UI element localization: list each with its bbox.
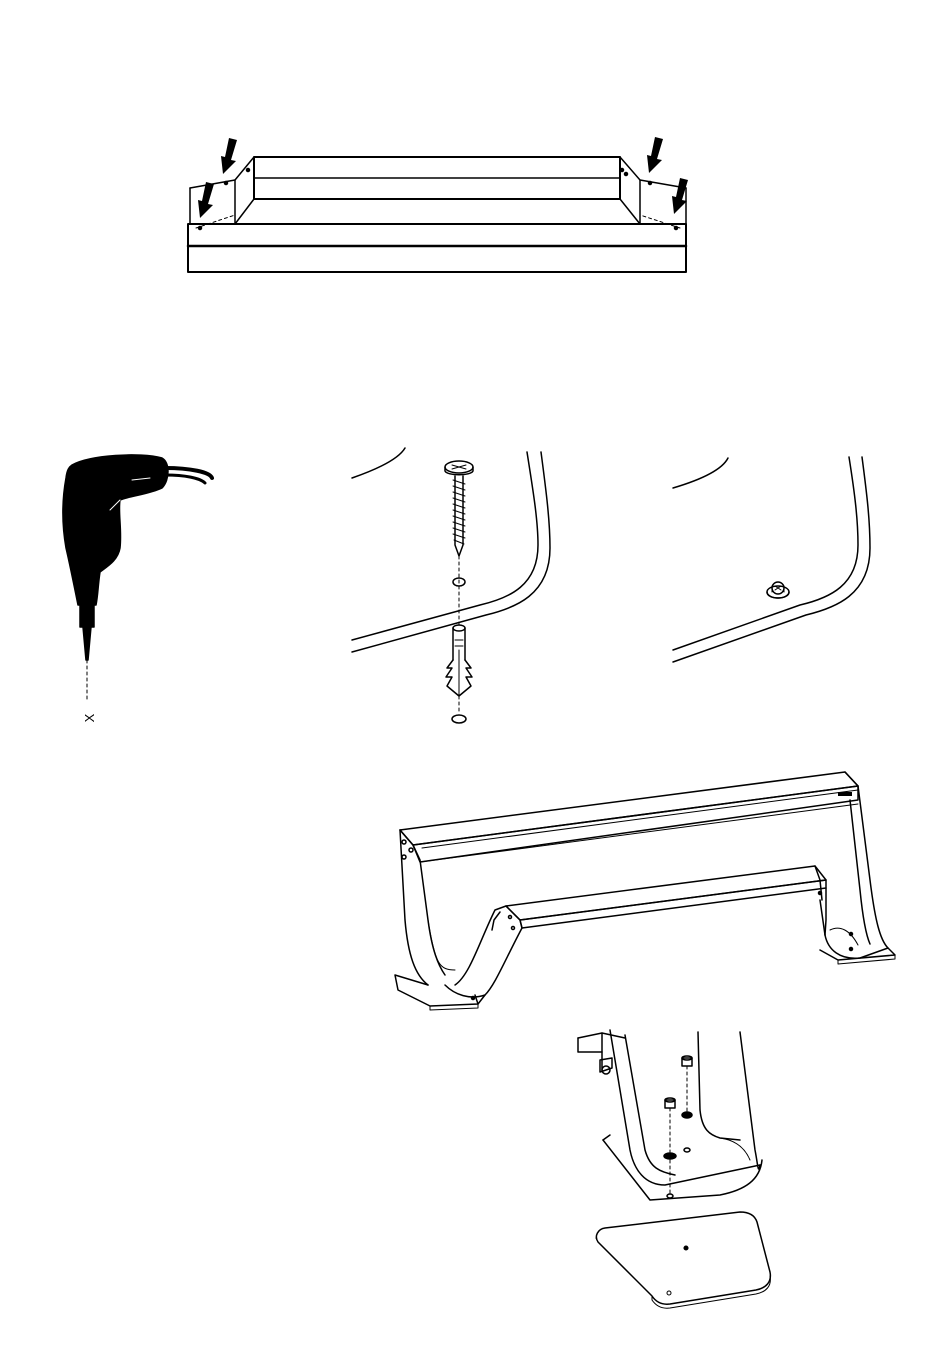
drill-step <box>63 455 212 700</box>
fixed-result-step <box>673 457 870 662</box>
foot-plate-icon <box>596 1212 770 1308</box>
bolt-icon <box>664 1056 692 1198</box>
fixed-screw-head-icon <box>767 582 789 598</box>
frame-top-view <box>188 137 688 272</box>
screw-icon <box>445 461 473 556</box>
foot-plate-step <box>578 1030 770 1308</box>
bench-assembled <box>395 772 895 1010</box>
drill-icon <box>63 455 212 700</box>
drill-hole-label: X <box>80 708 100 728</box>
wall-plug-icon <box>446 625 472 696</box>
screw-plug-step <box>352 448 550 723</box>
